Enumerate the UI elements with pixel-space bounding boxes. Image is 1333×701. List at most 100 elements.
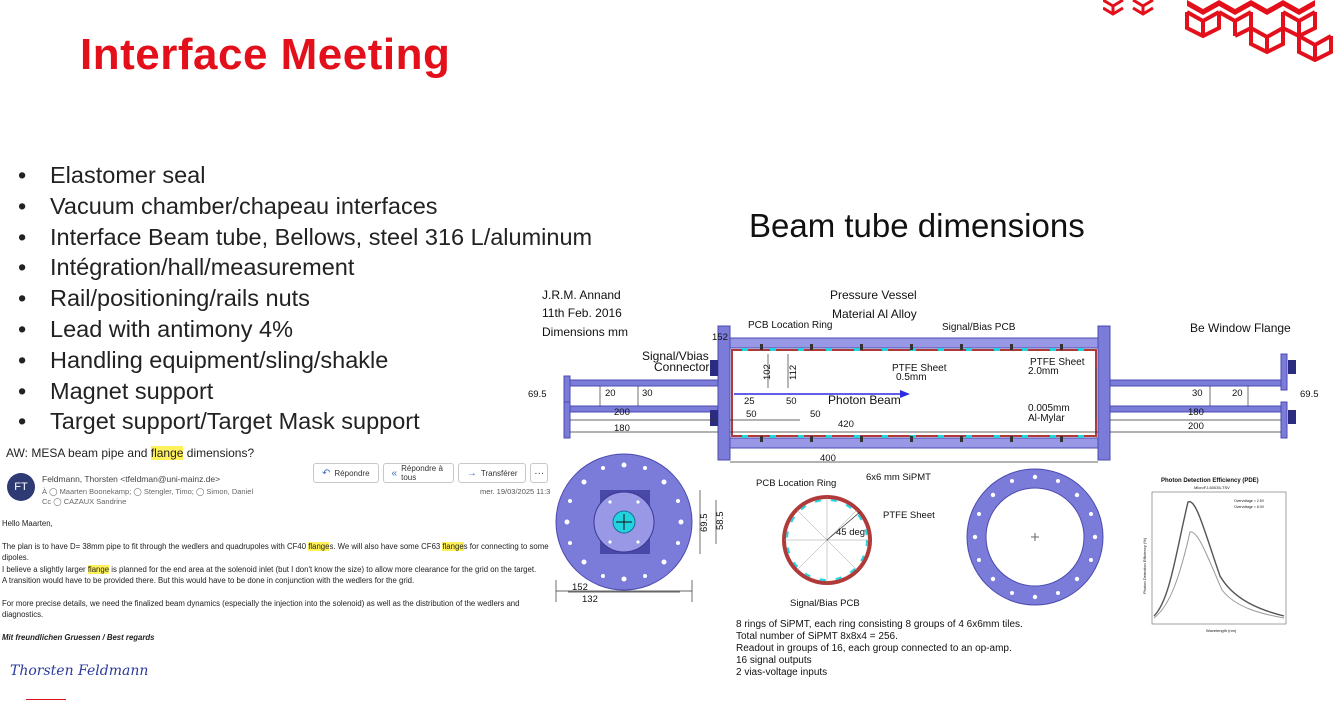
mylar-label: Al-Mylar bbox=[1028, 413, 1065, 424]
email-recipients: À ◯ Maarten Boonekamp; ◯ Stengler, Timo;… bbox=[42, 487, 254, 496]
reply-all-icon: « bbox=[391, 467, 398, 479]
note-line: 16 signal outputs bbox=[736, 655, 812, 666]
ring-ptfe-label: PTFE Sheet bbox=[883, 510, 935, 521]
email-paragraph: For more precise details, we need the fi… bbox=[2, 598, 520, 620]
left-beam-pipe bbox=[563, 375, 719, 439]
pde-x-axis-label: Wavelength (nm) bbox=[1206, 628, 1237, 633]
diagram-title: Beam tube dimensions bbox=[749, 207, 1085, 244]
bullet-item: •Target support/Target Mask support bbox=[18, 408, 420, 435]
pcb-markers bbox=[760, 344, 1063, 442]
dim-label: 20 bbox=[1232, 388, 1243, 399]
email-sender[interactable]: Feldmann, Thorsten <tfeldman@uni-mainz.d… bbox=[42, 474, 221, 484]
dim-label: 102 bbox=[762, 364, 773, 380]
slide-title: Interface Meeting bbox=[80, 30, 451, 79]
bullet-item: •Intégration/hall/measurement bbox=[18, 254, 355, 281]
angle-label: 45 deg bbox=[836, 527, 865, 538]
more-button[interactable]: ··· bbox=[530, 463, 548, 483]
ptfe-label: PTFE Sheet bbox=[1030, 357, 1085, 368]
dim-label: 200 bbox=[1188, 421, 1204, 432]
bullet-list: •Elastomer seal •Vacuum chamber/chapeau … bbox=[18, 160, 592, 437]
dim-label: 200 bbox=[614, 407, 630, 418]
vessel-label: Pressure Vessel bbox=[830, 288, 917, 302]
forward-button[interactable]: →Transférer bbox=[457, 463, 527, 483]
email-greeting: Hello Maarten, bbox=[2, 519, 53, 528]
email-actions: ↶Répondre «Répondre à tous →Transférer ·… bbox=[313, 463, 552, 483]
sipmt-ring-view bbox=[782, 495, 872, 585]
bullet-item: •Lead with antimony 4% bbox=[18, 315, 293, 342]
pde-y-axis-label: Photon Detection Efficiency (%) bbox=[1142, 537, 1147, 594]
pde-chart: Photon Detection Efficiency (PDE) MicroF… bbox=[1142, 478, 1287, 633]
logo-cubes bbox=[1103, 0, 1333, 62]
dim-label: 180 bbox=[614, 423, 630, 434]
bullet-item: •Interface Beam tube, Bellows, steel 316… bbox=[18, 223, 593, 250]
dim-label: 69.5 bbox=[1300, 389, 1319, 400]
connector-label: Signal/Vbias bbox=[642, 349, 709, 363]
dim-label: 132 bbox=[582, 594, 598, 605]
diagram-author: J.R.M. Annand bbox=[542, 288, 621, 302]
avatar: FT bbox=[7, 473, 35, 501]
dim-label: 152 bbox=[712, 332, 728, 343]
dim-label: 30 bbox=[642, 388, 653, 399]
dim-label: 20 bbox=[605, 388, 616, 399]
dim-label: 58.5 bbox=[715, 512, 726, 531]
flange-front-view bbox=[555, 453, 693, 591]
email-date: mer. 19/03/2025 11:3 bbox=[480, 487, 551, 496]
dim-label: 420 bbox=[838, 419, 854, 430]
bullet-item: •Handling equipment/sling/shakle bbox=[18, 346, 389, 373]
ring-signal-label: Signal/Bias PCB bbox=[790, 598, 860, 609]
bullet-item: •Vacuum chamber/chapeau interfaces bbox=[18, 192, 438, 219]
ptfe-label: PTFE Sheet bbox=[892, 363, 947, 374]
pde-title: Photon Detection Efficiency (PDE) bbox=[1161, 478, 1259, 484]
photon-beam-label: Photon Beam bbox=[828, 393, 901, 407]
email-body: Hello Maarten, The plan is to have D= 38… bbox=[2, 518, 552, 654]
email-screenshot: AW: MESA beam pipe and flange dimensions… bbox=[0, 444, 552, 701]
email-cc: Cc ◯ CAZAUX Sandrine bbox=[42, 497, 127, 506]
note-line: Total number of SiPMT 8x8x4 = 256. bbox=[736, 631, 898, 642]
be-window-flange-view bbox=[966, 468, 1104, 606]
reply-icon: ↶ bbox=[322, 467, 331, 479]
dim-label: 69.5 bbox=[528, 389, 547, 400]
email-paragraph: The plan is to have D= 38mm pipe to fit … bbox=[2, 541, 549, 585]
dim-label: 152 bbox=[572, 582, 588, 593]
diagram-date: 11th Feb. 2016 bbox=[542, 306, 622, 320]
dim-label: 69.5 bbox=[699, 514, 710, 533]
note-line: Readout in groups of 16, each group conn… bbox=[736, 643, 1012, 654]
signature-underline bbox=[26, 699, 66, 700]
note-line: 8 rings of SiPMT, each ring consisting 8… bbox=[736, 619, 1023, 630]
dim-label: 30 bbox=[1192, 388, 1203, 399]
dim-label: 50 bbox=[746, 409, 757, 420]
ptfe-thickness: 2.0mm bbox=[1028, 366, 1059, 377]
material-label: Material Al Alloy bbox=[832, 307, 917, 321]
connector-label: Connector bbox=[654, 360, 709, 374]
pde-legend-item: Overvoltage = 2.5V bbox=[1234, 499, 1265, 503]
dimension-lines bbox=[570, 354, 1281, 463]
email-subject: AW: MESA beam pipe and flange dimensions… bbox=[6, 446, 255, 460]
diagram-units: Dimensions mm bbox=[542, 325, 628, 339]
dim-label: 112 bbox=[788, 365, 799, 380]
reply-button[interactable]: ↶Répondre bbox=[313, 463, 379, 483]
flange-dimensions bbox=[555, 490, 717, 602]
dim-label: 50 bbox=[810, 409, 821, 420]
note-line: 2 vias-voltage inputs bbox=[736, 667, 827, 678]
email-regards: Mit freundlichen Gruessen / Best regards bbox=[2, 632, 155, 642]
ring-pcb-label: PCB Location Ring bbox=[756, 478, 836, 489]
reply-all-button[interactable]: «Répondre à tous bbox=[382, 463, 454, 483]
forward-icon: → bbox=[466, 467, 477, 479]
pcb-ring-label: PCB Location Ring bbox=[748, 320, 833, 331]
pde-subtitle: MicroFJ-60035-TSV bbox=[1194, 485, 1230, 490]
handwritten-signature: Thorsten Feldmann bbox=[10, 663, 149, 679]
beam-tube-diagram: J.R.M. Annand 11th Feb. 2016 Dimensions … bbox=[528, 288, 1319, 678]
bullet-item: •Elastomer seal bbox=[18, 162, 206, 188]
mylar-label: 0.005mm bbox=[1028, 403, 1070, 414]
vessel-flanges bbox=[710, 325, 1296, 461]
ptfe-thickness: 0.5mm bbox=[896, 372, 927, 383]
bullet-item: •Rail/positioning/rails nuts bbox=[18, 285, 310, 312]
sipmt-label: 6x6 mm SiPMT bbox=[866, 472, 931, 483]
dim-label: 180 bbox=[1188, 407, 1204, 418]
bullet-item: •Magnet support bbox=[18, 377, 214, 404]
dim-label: 400 bbox=[820, 453, 836, 464]
dim-label: 25 bbox=[744, 396, 755, 407]
be-window-label: Be Window Flange bbox=[1190, 321, 1291, 335]
pde-legend-item: Overvoltage = 6.0V bbox=[1234, 505, 1265, 509]
dim-label: 50 bbox=[786, 396, 797, 407]
